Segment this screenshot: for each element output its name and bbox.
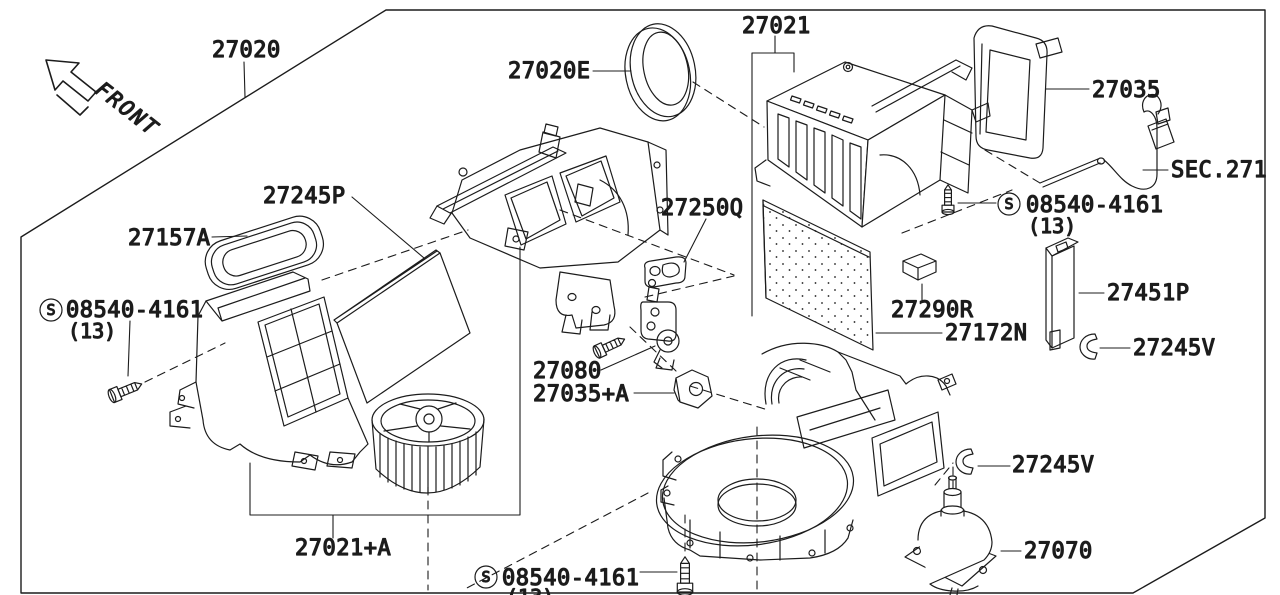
seal-frame-27035-drawing	[974, 26, 1062, 159]
fastener-qty-right: (13)	[1028, 214, 1076, 238]
screw-left-drawing	[105, 376, 145, 405]
actuator-27080-drawing	[591, 280, 679, 371]
fastener-qty-bottom: (13)	[506, 585, 554, 595]
part-label-27245v-1: 27245V	[1133, 336, 1215, 361]
part-label-27451p: 27451P	[1107, 281, 1189, 306]
duct-bracket-27451p-drawing	[1046, 238, 1078, 350]
air-guide-27245p-drawing	[334, 250, 470, 403]
screw-right-drawing	[941, 184, 955, 216]
leader-lines	[128, 36, 1168, 572]
clip-27245v-drawing-1	[1079, 333, 1098, 360]
intake-seal-27157a-drawing	[200, 210, 330, 295]
fastener-number-left: 08540-4161	[66, 298, 203, 323]
heater-unit-27021-drawing	[755, 60, 990, 227]
part-label-27020: 27020	[212, 38, 281, 63]
evaporator-27172n-drawing	[763, 200, 873, 350]
part-label-27021: 27021	[742, 14, 811, 39]
fastener-qty-left: (13)	[68, 319, 116, 343]
screw-symbol-icon: S	[481, 568, 490, 586]
fastener-callout-bottom: S 08540-4161 (13)	[475, 565, 640, 595]
fan-nut-27035a-drawing	[674, 370, 712, 408]
lower-case-drawing	[650, 343, 956, 561]
screw-bottom-drawing	[676, 556, 694, 595]
intake-duct-assembly-drawing	[430, 124, 668, 334]
fastener-callout-left: S 08540-4161 (13)	[40, 297, 204, 344]
part-label-27021a: 27021+A	[295, 536, 391, 561]
border-frame	[21, 10, 1265, 593]
part-label-27157a: 27157A	[128, 226, 210, 251]
motor-27070-drawing	[905, 476, 996, 595]
part-label-27070: 27070	[1024, 539, 1093, 564]
screw-symbol-icon: S	[46, 301, 55, 319]
part-label-27245p: 27245P	[263, 184, 345, 209]
part-label-27245v-2: 27245V	[1012, 453, 1094, 478]
resistor-27290r-drawing	[903, 254, 936, 280]
section-ref-label: SEC.271	[1171, 158, 1267, 183]
blower-wheel-drawing	[372, 394, 484, 493]
clip-27245v-drawing-2	[955, 448, 974, 475]
fastener-number-bottom: 08540-4161	[502, 566, 639, 591]
part-label-27250q: 27250Q	[661, 196, 743, 221]
front-arrow-icon	[46, 60, 96, 115]
screw-symbol-icon: S	[1004, 195, 1013, 213]
part-label-27080: 27080	[533, 359, 602, 384]
blower-case-drawing	[170, 272, 368, 470]
gasket-plate-27250q-drawing	[645, 257, 686, 287]
sec271-harness-drawing	[1040, 94, 1174, 189]
part-label-27290r: 27290R	[891, 298, 974, 323]
fastener-number-right: 08540-4161	[1026, 193, 1163, 218]
duct-seal-27020e-drawing	[616, 18, 705, 127]
fastener-callout-right: S 08540-4161 (13)	[998, 192, 1164, 239]
front-label: FRONT	[91, 77, 163, 141]
part-label-27020e: 27020E	[508, 59, 590, 84]
part-label-27035a: 27035+A	[533, 382, 629, 407]
part-label-27172n: 27172N	[945, 321, 1027, 346]
part-label-27035: 27035	[1092, 78, 1161, 103]
